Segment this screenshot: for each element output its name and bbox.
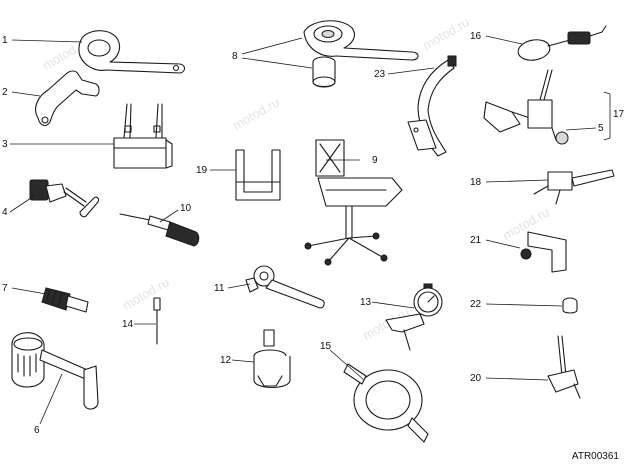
tool-13-dial-gauge bbox=[385, 283, 443, 351]
tool-4-extractor bbox=[29, 179, 100, 218]
leader-line-12 bbox=[231, 359, 255, 363]
tool-10-driver bbox=[119, 213, 200, 247]
callout-7: 7 bbox=[2, 283, 8, 294]
leader-line-20 bbox=[485, 377, 549, 381]
leader-line-21 bbox=[485, 239, 521, 249]
tool-3-fixture bbox=[113, 103, 173, 169]
callout-19: 19 bbox=[196, 165, 208, 176]
leader-line-1 bbox=[11, 39, 83, 43]
tool-9-engine-stand bbox=[304, 139, 403, 266]
callout-13: 13 bbox=[360, 297, 372, 308]
leader-line-5 bbox=[565, 127, 597, 131]
tool-1-ring-spanner bbox=[78, 30, 186, 74]
leader-line-23 bbox=[387, 67, 435, 75]
tool-2-hook bbox=[35, 70, 100, 127]
tool-22-cap bbox=[562, 297, 578, 314]
leader-line-15 bbox=[329, 349, 365, 381]
tool-21-bracket bbox=[520, 231, 567, 273]
leader-line-16 bbox=[485, 35, 523, 45]
tool-12-installer bbox=[253, 329, 291, 389]
tool-23-bracket bbox=[407, 55, 457, 157]
callout-23: 23 bbox=[374, 69, 386, 80]
callout-16: 16 bbox=[470, 31, 482, 42]
callout-18: 18 bbox=[470, 177, 482, 188]
tool-15-ring-holder bbox=[343, 363, 429, 443]
callout-10: 10 bbox=[180, 203, 192, 214]
callout-11: 11 bbox=[214, 283, 225, 294]
callout-4: 4 bbox=[2, 207, 8, 218]
leader-line-11 bbox=[227, 283, 251, 289]
callout-6: 6 bbox=[34, 425, 40, 436]
tool-18-cam-tool bbox=[533, 169, 615, 205]
callout-8: 8 bbox=[232, 51, 238, 62]
callout-1: 1 bbox=[2, 35, 8, 46]
leader-line-6 bbox=[39, 373, 63, 425]
tool-11-wrench bbox=[245, 265, 325, 309]
callout-5: 5 bbox=[598, 123, 604, 134]
tool-6-spanner bbox=[11, 332, 99, 410]
leader-line-8b bbox=[241, 57, 313, 69]
tool-14-pin bbox=[153, 297, 161, 345]
callout-12: 12 bbox=[220, 355, 232, 366]
callout-17: 17 bbox=[613, 109, 625, 120]
leader-line-13 bbox=[371, 301, 415, 309]
tool-20-rod bbox=[547, 335, 581, 399]
tool-17-puller bbox=[483, 69, 569, 145]
tool-7-threaded bbox=[41, 287, 89, 313]
leader-line-10 bbox=[159, 209, 179, 223]
leader-line-7 bbox=[11, 287, 47, 295]
callout-9: 9 bbox=[372, 155, 378, 166]
figure-code: ATR00361 bbox=[571, 451, 619, 462]
callout-22: 22 bbox=[470, 299, 482, 310]
leader-line-22 bbox=[485, 303, 563, 307]
callout-21: 21 bbox=[470, 235, 482, 246]
leader-line-8a bbox=[241, 37, 303, 55]
tool-8-pin-spanner bbox=[303, 20, 419, 88]
callout-3: 3 bbox=[2, 139, 8, 150]
callout-2: 2 bbox=[2, 87, 8, 98]
tool-16-strap bbox=[517, 25, 607, 61]
callout-14: 14 bbox=[122, 319, 134, 330]
bracket-17 bbox=[603, 91, 611, 141]
callout-15: 15 bbox=[320, 341, 332, 352]
tool-19-frame bbox=[235, 149, 281, 201]
leader-line-18 bbox=[485, 179, 549, 183]
callout-20: 20 bbox=[470, 373, 482, 384]
leader-line-4 bbox=[9, 195, 35, 213]
leader-line-2 bbox=[11, 91, 41, 97]
